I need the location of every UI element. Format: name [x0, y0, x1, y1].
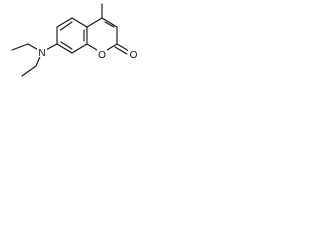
- benzene-bond-3: [71, 17, 88, 28]
- benzene-double-bond-1: [59, 21, 73, 31]
- n-ethyl-lower-bond-2: [21, 65, 37, 77]
- chemical-structure-figure: N O O: [0, 0, 148, 85]
- pyranone-bond-2: [101, 17, 118, 28]
- carbonyl-bond-a: [116, 43, 130, 52]
- ring-oxygen-label-background: [97, 48, 107, 60]
- carbonyl-oxygen-atom-label: O: [130, 50, 138, 61]
- molecule-diagram: N O O: [11, 3, 139, 77]
- pyranone-double-bond: [104, 21, 115, 28]
- carbonyl-oxygen-label-background: [128, 49, 139, 61]
- benzene-bond-2: [56, 17, 73, 28]
- carbonyl-bond-b: [114, 46, 128, 55]
- nitrogen-label-background: [37, 45, 47, 57]
- nitrogen-atom-label: N: [38, 48, 45, 59]
- pyranone-bond-1: [86, 17, 103, 28]
- ring-oxygen-atom-label: O: [98, 50, 106, 61]
- benzene-double-bond-3: [60, 41, 73, 50]
- benzene-bond-5: [71, 43, 88, 54]
- benzene-bond-6: [56, 43, 73, 54]
- n-ethyl-upper-bond-2: [11, 43, 29, 51]
